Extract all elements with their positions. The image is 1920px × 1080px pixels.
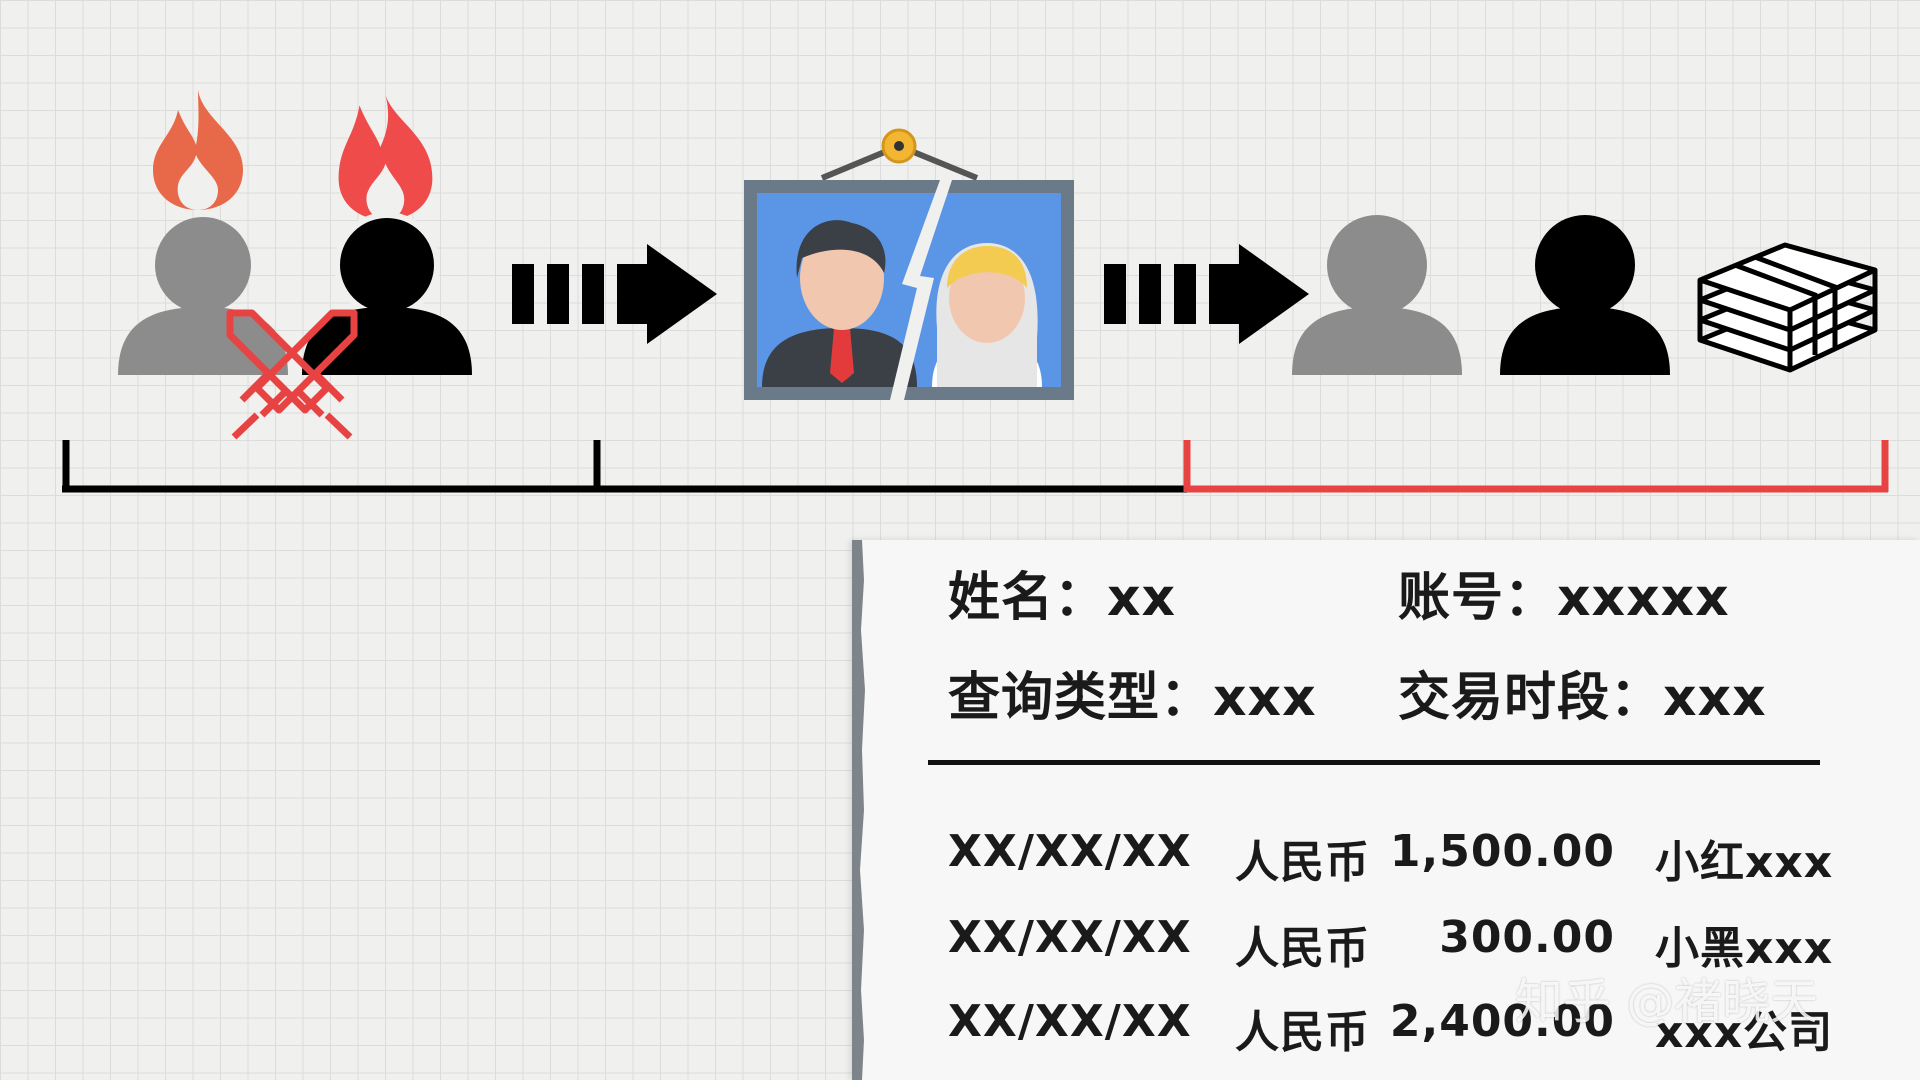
money-stack-icon <box>1697 242 1878 373</box>
watermark: 知乎 @褚晓天 <box>1515 974 1819 1030</box>
divider <box>928 760 1820 765</box>
person-icon <box>1500 215 1670 375</box>
transaction-date: XX/XX/XX <box>948 996 1192 1047</box>
flame-icon <box>153 90 243 210</box>
transaction-date: XX/XX/XX <box>948 826 1192 877</box>
person-icon <box>302 212 472 375</box>
transaction-amount: 2,400.00 <box>1389 996 1615 1047</box>
transaction-party: 小黑xxx <box>1655 923 1834 974</box>
transaction-amount: 300.00 <box>1439 912 1615 963</box>
bank-statement-card <box>852 540 1920 1080</box>
arrow-right-icon <box>1104 244 1309 344</box>
transaction-currency: 人民币 <box>1235 1007 1370 1058</box>
person-icon <box>1292 215 1462 375</box>
arrow-right-icon <box>512 244 717 344</box>
flame-icon <box>338 95 433 220</box>
query-type-field: 查询类型：xxx <box>948 668 1317 728</box>
person-icon <box>118 217 288 375</box>
transaction-party: xxx公司 <box>1655 1007 1834 1058</box>
account-field: 账号：xxxxx <box>1398 568 1730 628</box>
timeline-bracket <box>62 440 1889 493</box>
transaction-date: XX/XX/XX <box>948 912 1192 963</box>
name-field: 姓名：xx <box>948 568 1177 628</box>
transaction-party: 小红xxx <box>1655 837 1834 888</box>
transaction-currency: 人民币 <box>1235 837 1370 888</box>
broken-wedding-photo-icon <box>744 128 1074 400</box>
period-field: 交易时段：xxx <box>1398 668 1767 728</box>
paper-torn-edge <box>852 540 865 1080</box>
transaction-currency: 人民币 <box>1235 923 1370 974</box>
crossed-swords-icon <box>226 309 358 440</box>
transaction-amount: 1,500.00 <box>1389 826 1615 877</box>
